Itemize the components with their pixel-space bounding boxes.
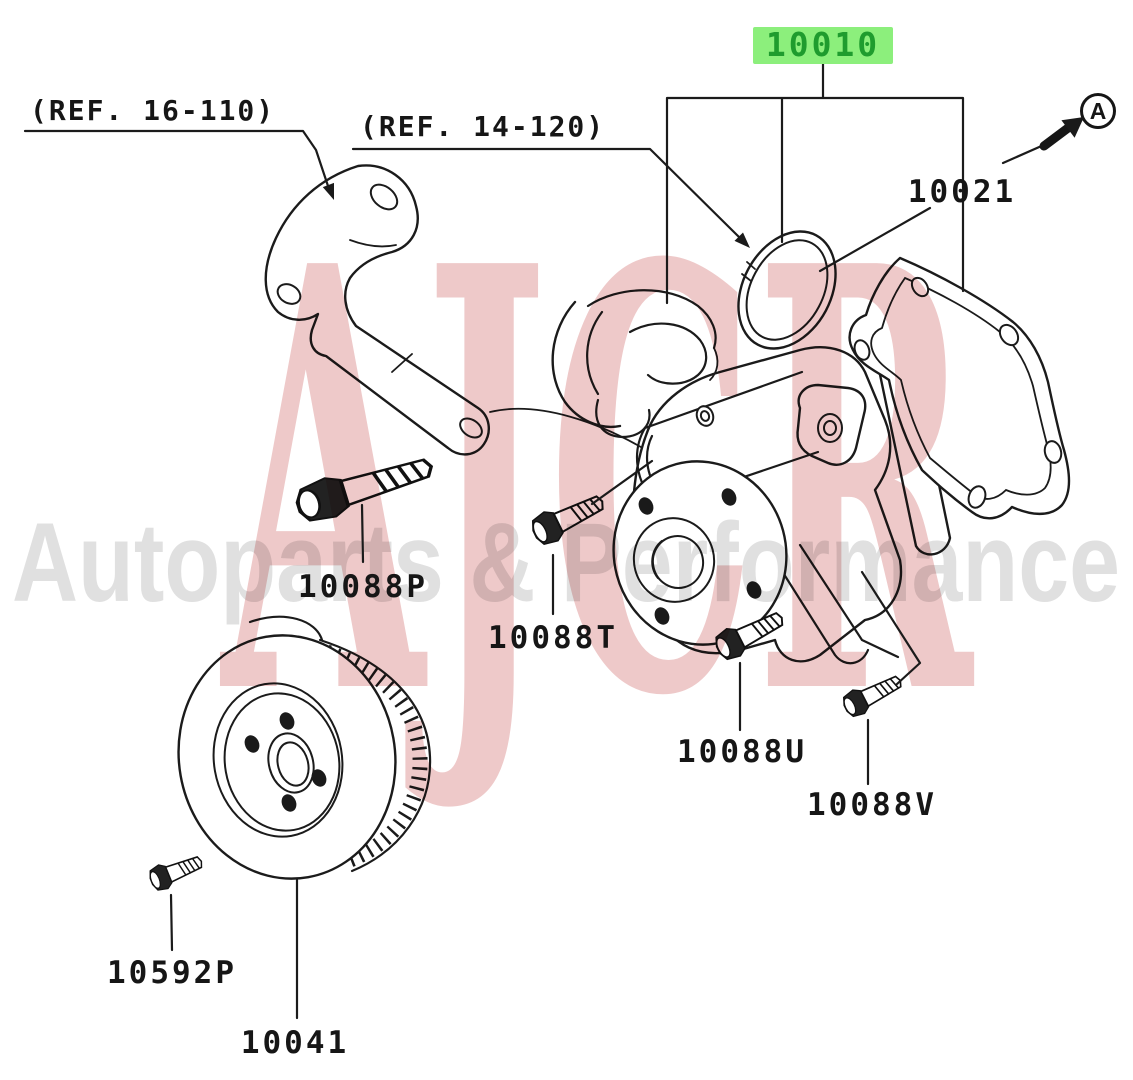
water-pump-drawing	[145, 164, 1071, 895]
part-10021-leaders	[818, 142, 1048, 273]
tagline-watermark: Autoparts & Performance	[12, 500, 1120, 625]
part-label-10088T: 10088T	[488, 620, 618, 656]
part-10088T-leader	[551, 459, 654, 616]
detail-a-circle	[1080, 93, 1116, 129]
bracket-arm-part	[264, 164, 647, 456]
part-10592P-leader	[169, 893, 174, 952]
inlet-fitting-part	[551, 289, 719, 439]
pulley-part	[177, 615, 432, 880]
part-label-10010: 10010	[766, 25, 880, 64]
ref-14-120-label: (REF. 14-120)	[360, 110, 605, 143]
part-10088V-leader	[860, 570, 922, 786]
brand-watermark: AJCR	[218, 143, 976, 824]
pulley-groove-hatching	[324, 644, 428, 868]
detail-a-letter: A	[1090, 98, 1107, 124]
ref-16-110-label: (REF. 16-110)	[30, 94, 275, 127]
ref-16-110-arrowhead	[322, 182, 334, 200]
part-label-10088V: 10088V	[807, 787, 937, 823]
part-10088P-leader	[360, 503, 365, 564]
ref-16-110-leader	[23, 129, 330, 188]
part-label-10088P: 10088P	[298, 569, 428, 605]
ref-14-120-arrowhead	[734, 232, 750, 248]
detail-a-arrowhead	[1061, 117, 1084, 138]
bolt-10592P	[145, 848, 207, 895]
annotations: (REF. 16-110) (REF. 14-120) 10010 10021 …	[23, 25, 1116, 1061]
ref-14-120-leader	[351, 147, 741, 239]
part-label-10041: 10041	[241, 1025, 349, 1061]
part-label-10088U: 10088U	[677, 734, 807, 770]
detail-a-arrow-shaft	[1039, 123, 1073, 151]
bracket-to-pump-line	[489, 408, 647, 451]
o-ring-part	[737, 230, 837, 350]
gasket-part	[848, 256, 1071, 520]
part-label-10592P: 10592P	[107, 955, 237, 991]
part-10010-highlight	[753, 27, 893, 64]
part-label-10021: 10021	[908, 174, 1016, 210]
part-10010-bracket	[665, 62, 965, 305]
